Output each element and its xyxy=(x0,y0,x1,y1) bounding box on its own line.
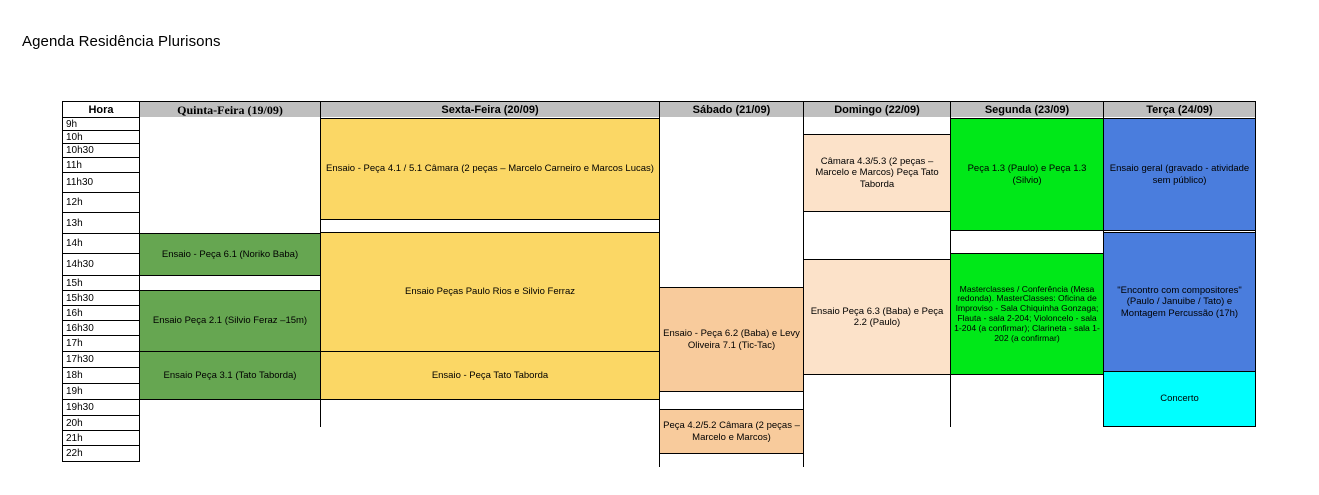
hour-cell-12h: 12h xyxy=(62,192,140,213)
event-text: Ensaio Peças Paulo Rios e Silvio Ferraz xyxy=(404,286,576,298)
hour-cell-21h: 21h xyxy=(62,430,140,446)
event-text: Ensaio Peça 3.1 (Tato Taborda) xyxy=(163,369,297,381)
event-text: Ensaio Peça 6.3 (Baba) e Peça 2.2 (Paulo… xyxy=(810,305,944,329)
event-block-ter-ensaio-geral[interactable]: Ensaio geral (gravado - atividade sem pú… xyxy=(1103,118,1256,231)
hour-cell-18h: 18h xyxy=(62,367,140,384)
event-text: Câmara 4.3/5.3 (2 peças – Marcelo e Marc… xyxy=(815,155,939,190)
event-text: Ensaio - Peça Tato Taborda xyxy=(431,369,549,381)
event-block-qui-ensaio-61[interactable]: Ensaio - Peça 6.1 (Noriko Baba) xyxy=(139,233,321,276)
hour-cell-11h30: 11h30 xyxy=(62,172,140,193)
agenda-table: Hora Quinta-Feira (19/09) Sexta-Feira (2… xyxy=(62,101,1256,467)
event-text: Peça 1.3 (Paulo) e Peça 1.3 (Silvio) xyxy=(967,163,1087,186)
hour-cell-15h30: 15h30 xyxy=(62,290,140,306)
event-text: Ensaio - Peça 4.1 / 5.1 Câmara (2 peças … xyxy=(326,163,654,175)
event-block-dom-ensaio-63[interactable]: Ensaio Peça 6.3 (Baba) e Peça 2.2 (Paulo… xyxy=(803,259,951,375)
hour-cell-10h: 10h xyxy=(62,130,140,144)
column-header-terca: Terça (24/09) xyxy=(1103,101,1256,118)
column-header-segunda: Segunda (23/09) xyxy=(950,101,1104,118)
hour-cell-19h30: 19h30 xyxy=(62,399,140,416)
hour-cell-14h30: 14h30 xyxy=(62,253,140,276)
hour-cell-22h: 22h xyxy=(62,445,140,462)
hour-cell-19h: 19h xyxy=(62,383,140,400)
event-block-dom-camara-43-53[interactable]: Câmara 4.3/5.3 (2 peças – Marcelo e Marc… xyxy=(803,134,951,212)
hour-cell-11h: 11h xyxy=(62,157,140,173)
hour-cell-15h: 15h xyxy=(62,275,140,291)
event-block-ter-concerto[interactable]: Concerto xyxy=(1103,371,1256,427)
event-text: Ensaio geral (gravado - atividade sem pú… xyxy=(1109,163,1250,186)
event-block-ter-encontro[interactable]: "Encontro com compositores" (Paulo / Jan… xyxy=(1103,232,1256,372)
event-text: Peça 4.2/5.2 Câmara (2 peças – Marcelo e… xyxy=(663,420,800,443)
event-block-sex-paulo-silvio[interactable]: Ensaio Peças Paulo Rios e Silvio Ferraz xyxy=(320,232,660,352)
page-title: Agenda Residência Plurisons xyxy=(22,33,221,50)
event-text: Ensaio - Peça 6.2 (Baba) e Levy Oliveira… xyxy=(663,328,800,351)
column-header-sexta: Sexta-Feira (20/09) xyxy=(320,101,660,118)
hour-cell-17h30: 17h30 xyxy=(62,351,140,368)
event-block-sex-tato[interactable]: Ensaio - Peça Tato Taborda xyxy=(320,351,660,400)
event-block-qui-ensaio-21[interactable]: Ensaio Peça 2.1 (Silvio Feraz –15m) xyxy=(139,290,321,352)
event-block-qui-ensaio-31[interactable]: Ensaio Peça 3.1 (Tato Taborda) xyxy=(139,351,321,400)
hour-cell-13h: 13h xyxy=(62,212,140,234)
event-block-sab-ensaio-62[interactable]: Ensaio - Peça 6.2 (Baba) e Levy Oliveira… xyxy=(659,287,804,392)
event-text: "Encontro com compositores" (Paulo / Jan… xyxy=(1117,284,1242,319)
column-header-domingo: Domingo (22/09) xyxy=(803,101,951,118)
hour-cell-16h30: 16h30 xyxy=(62,320,140,336)
event-block-seg-masterclasses[interactable]: Masterclasses / Conferência (Mesa redond… xyxy=(950,253,1104,375)
column-header-quinta: Quinta-Feira (19/09) xyxy=(139,101,321,118)
hour-cell-16h: 16h xyxy=(62,305,140,321)
column-header-sabado: Sábado (21/09) xyxy=(659,101,804,118)
event-text: Masterclasses / Conferência (Mesa redond… xyxy=(954,283,1100,343)
hour-cell-20h: 20h xyxy=(62,415,140,431)
column-header-hora: Hora xyxy=(62,101,140,118)
event-block-sab-peca-42-52[interactable]: Peça 4.2/5.2 Câmara (2 peças – Marcelo e… xyxy=(659,409,804,454)
hour-cell-14h: 14h xyxy=(62,233,140,254)
hour-cell-17h: 17h xyxy=(62,335,140,352)
event-block-sex-camara-41-51[interactable]: Ensaio - Peça 4.1 / 5.1 Câmara (2 peças … xyxy=(320,118,660,220)
hour-cell-10h30: 10h30 xyxy=(62,143,140,158)
event-block-seg-peca-13[interactable]: Peça 1.3 (Paulo) e Peça 1.3 (Silvio) xyxy=(950,118,1104,231)
event-text: Ensaio Peça 2.1 (Silvio Feraz –15m) xyxy=(152,315,308,327)
event-text: Concerto xyxy=(1160,393,1199,405)
hour-cell-9h: 9h xyxy=(62,117,140,131)
event-text: Ensaio - Peça 6.1 (Noriko Baba) xyxy=(161,248,299,260)
